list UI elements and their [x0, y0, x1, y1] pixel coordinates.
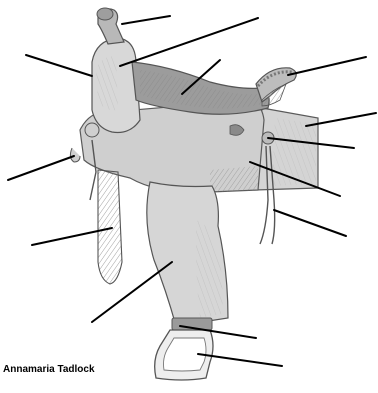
fork-shading: [96, 56, 118, 110]
horn-cap: [97, 8, 113, 20]
leader-line-fork: [26, 55, 92, 76]
front-tie: [70, 148, 80, 162]
front-concho: [85, 123, 99, 137]
artist-credit: Annamaria Tadlock: [3, 364, 95, 375]
leader-line-flank-cinch: [274, 210, 346, 236]
leader-line-cantle: [288, 57, 366, 75]
leader-line-horn: [122, 16, 170, 24]
leader-line-pommel: [120, 18, 258, 66]
skirt-lower-shading: [210, 166, 258, 192]
leader-line-latigo: [8, 156, 74, 180]
skirt-shading: [272, 118, 316, 186]
front-latigo: [98, 170, 122, 284]
